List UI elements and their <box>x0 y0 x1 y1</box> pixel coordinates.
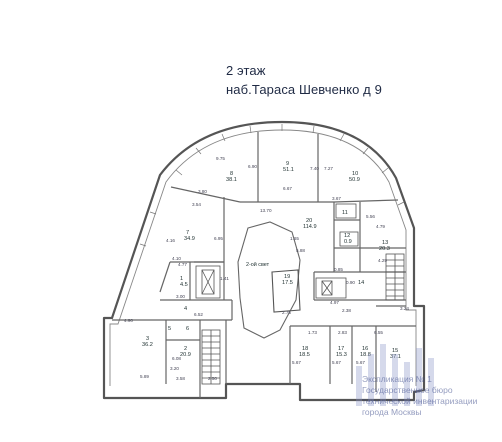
room-number: 1 <box>180 276 183 282</box>
room-number: 17 <box>338 346 344 352</box>
room-number: 6 <box>186 326 189 332</box>
dimension-label: 3.54 <box>192 202 201 207</box>
room-number: 12 <box>344 233 350 239</box>
header: 2 этаж наб.Тараса Шевченко д 9 <box>0 0 502 110</box>
dimension-label: 6.67 <box>283 186 292 191</box>
room-area: 114.9 <box>303 224 317 230</box>
room-number: 3 <box>146 336 149 342</box>
dimension-label: 5.89 <box>140 374 149 379</box>
dimension-label: 4.97 <box>330 300 339 305</box>
dimension-label: 4.16 <box>166 238 175 243</box>
room-number: 5 <box>168 326 171 332</box>
dimension-label: 2.50 <box>208 376 217 381</box>
room-area: 20.3 <box>379 246 390 252</box>
dimension-label: 4.29 <box>378 258 387 263</box>
room-number: 18 <box>302 346 308 352</box>
room-area: 17.5 <box>282 280 293 286</box>
room-area: 37.1 <box>390 354 401 360</box>
dimension-label: 4.77 <box>178 262 187 267</box>
dimension-label: 3.20 <box>170 366 179 371</box>
room-area: 15.3 <box>336 352 347 358</box>
dimension-label: 6.55 <box>374 330 383 335</box>
room-number: 9 <box>286 161 289 167</box>
stamp-line-2: Государственное бюро <box>362 385 453 395</box>
dimension-label: 5.67 <box>332 360 341 365</box>
outer-wall <box>102 120 426 402</box>
room-area: 38.1 <box>226 177 237 183</box>
room-number: 11 <box>342 210 348 216</box>
dimension-label: 3.58 <box>176 376 185 381</box>
room-number: 13 <box>382 240 388 246</box>
stamp-line-4: города Москвы <box>362 407 422 417</box>
room-area: 34.9 <box>184 236 195 242</box>
dimension-label: 1.73 <box>308 330 317 335</box>
dimension-label: 1.65 <box>290 236 299 241</box>
address-title: наб.Тараса Шевченко д 9 <box>226 82 382 97</box>
dimension-label: 4.10 <box>172 256 181 261</box>
room-area: 4.5 <box>180 282 188 288</box>
stamp-line-3: технической инвентаризации <box>362 396 478 406</box>
stamp-line-1: Экспликация № 1 <box>362 374 432 384</box>
dimension-label: 9.75 <box>216 156 225 161</box>
dimension-label: 2.75 <box>282 310 291 315</box>
room-number: 14 <box>358 280 364 286</box>
room-number: 16 <box>362 346 368 352</box>
room-number: 7 <box>186 230 189 236</box>
dimension-label: 3.67 <box>332 196 341 201</box>
dimension-label: 4.90 <box>124 318 133 323</box>
room-number: 19 <box>284 274 290 280</box>
room-area: 18.5 <box>299 352 310 358</box>
dimension-label: 7.27 <box>324 166 333 171</box>
stamp-graphic <box>356 344 434 406</box>
dimension-label: 1.41 <box>220 276 229 281</box>
dimension-label: 3.00 <box>176 294 185 299</box>
room-number: 20 <box>306 218 312 224</box>
dimension-label: 0.90 <box>346 280 355 285</box>
dimension-label: 13.70 <box>260 208 272 213</box>
room-number: 15 <box>392 348 398 354</box>
dimension-label: 6.90 <box>248 164 257 169</box>
atrium-outline <box>237 221 301 339</box>
floor-title: 2 этаж <box>226 63 266 78</box>
dimension-label: 3.24 <box>400 306 409 311</box>
room-number: 10 <box>352 171 358 177</box>
dimension-label: 4.79 <box>376 224 385 229</box>
room-area: 51.1 <box>283 167 294 173</box>
dimension-label: 5.56 <box>366 214 375 219</box>
dimension-label: 0.85 <box>334 267 343 272</box>
dimension-label: 7.40 <box>310 166 319 171</box>
dimension-label: 6.08 <box>172 356 181 361</box>
dimension-label: 5.88 <box>296 248 305 253</box>
room-area: 50.9 <box>349 177 360 183</box>
room-area: 0.9 <box>344 239 352 245</box>
room-number: 2 <box>184 346 187 352</box>
inventory-stamp: Экспликация № 1 Государственное бюро тех… <box>352 340 497 430</box>
dimension-label: 5.67 <box>356 360 365 365</box>
dimension-label: 2.83 <box>338 330 347 335</box>
room-area: 18.8 <box>360 352 371 358</box>
atrium-label: 2-ой свет <box>246 261 270 268</box>
dimension-label: 6.52 <box>194 312 203 317</box>
room-labels: 1 4.5 2 20.9 3 36.2 4 5 6 7 34.9 8 38.1 … <box>142 161 401 360</box>
room-number: 4 <box>184 306 187 312</box>
dimension-label: 5.67 <box>292 360 301 365</box>
dimension-label: 3.80 <box>198 189 207 194</box>
dimension-labels: 9.75 6.90 6.67 7.40 7.27 3.80 3.54 13.70… <box>124 156 409 381</box>
dimension-label: 2.38 <box>342 308 351 313</box>
room-number: 8 <box>230 171 233 177</box>
room-area: 20.9 <box>180 352 191 358</box>
dimension-label: 6.95 <box>214 236 223 241</box>
room-area: 36.2 <box>142 342 153 348</box>
